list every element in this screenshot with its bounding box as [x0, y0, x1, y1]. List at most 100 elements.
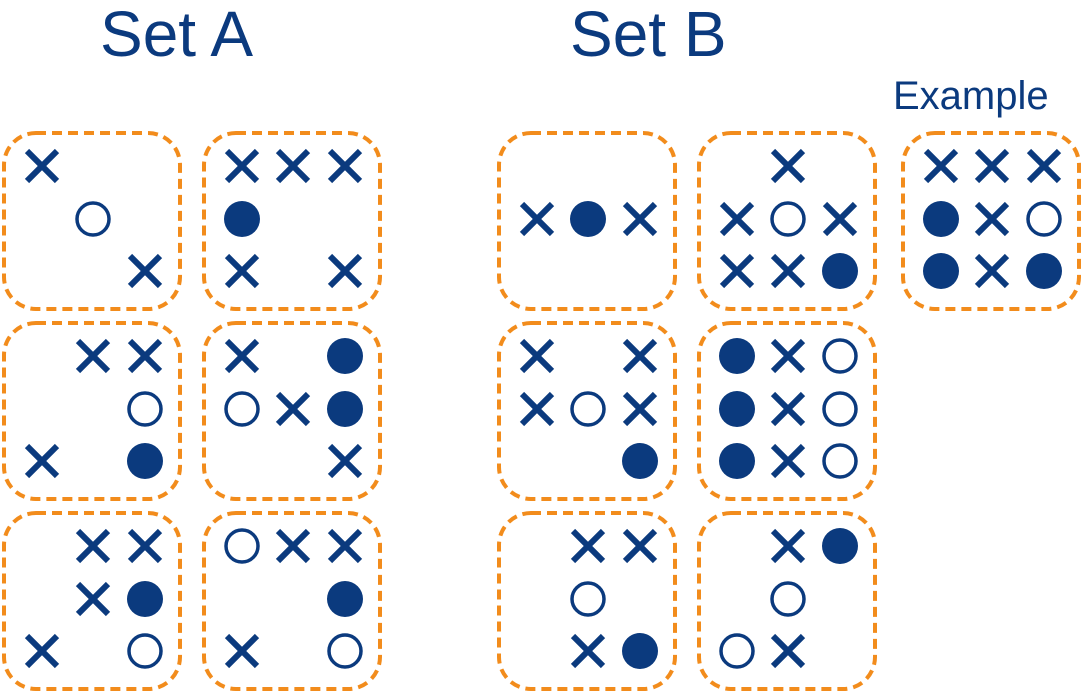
filled-circle-icon: [622, 633, 658, 669]
set-a-panel: [202, 321, 382, 501]
dashed-border: [202, 511, 382, 691]
cross-icon: [974, 201, 1010, 237]
cross-icon: [519, 338, 555, 374]
hollow-circle-icon: [770, 581, 806, 617]
cross-icon: [1026, 148, 1062, 184]
cross-icon: [770, 391, 806, 427]
cross-icon: [127, 253, 163, 289]
cross-icon: [327, 253, 363, 289]
filled-circle-icon: [127, 443, 163, 479]
cross-icon: [570, 633, 606, 669]
hollow-circle-icon: [127, 633, 163, 669]
filled-circle-icon: [1026, 253, 1062, 289]
dashed-border: [202, 131, 382, 311]
filled-circle-icon: [127, 581, 163, 617]
filled-circle-icon: [327, 391, 363, 427]
dashed-border: [2, 511, 182, 691]
set-b-panel: [697, 511, 877, 691]
set-a-panel: [2, 131, 182, 311]
hollow-circle-icon: [75, 201, 111, 237]
cross-icon: [770, 443, 806, 479]
cross-icon: [224, 148, 260, 184]
dashed-border: [2, 131, 182, 311]
filled-circle-icon: [822, 528, 858, 564]
cross-icon: [770, 148, 806, 184]
dashed-border: [202, 321, 382, 501]
cross-icon: [75, 581, 111, 617]
dashed-border: [497, 511, 677, 691]
set-a-title: Set A: [100, 0, 253, 70]
filled-circle-icon: [570, 201, 606, 237]
set-a-panel: [2, 321, 182, 501]
cross-icon: [770, 253, 806, 289]
dashed-border: [697, 131, 877, 311]
dashed-border: [697, 511, 877, 691]
cross-icon: [770, 528, 806, 564]
cross-icon: [75, 528, 111, 564]
cross-icon: [275, 528, 311, 564]
cross-icon: [622, 528, 658, 564]
dashed-border: [2, 321, 182, 501]
cross-icon: [327, 148, 363, 184]
cross-icon: [770, 633, 806, 669]
hollow-circle-icon: [770, 201, 806, 237]
hollow-circle-icon: [127, 391, 163, 427]
set-b-panel: [497, 131, 677, 311]
filled-circle-icon: [224, 201, 260, 237]
filled-circle-icon: [327, 338, 363, 374]
cross-icon: [770, 338, 806, 374]
hollow-circle-icon: [570, 391, 606, 427]
cross-icon: [275, 391, 311, 427]
filled-circle-icon: [719, 338, 755, 374]
cross-icon: [224, 338, 260, 374]
cross-icon: [275, 148, 311, 184]
cross-icon: [622, 201, 658, 237]
set-b-panel: [497, 321, 677, 501]
example-panel: [901, 131, 1081, 311]
cross-icon: [127, 528, 163, 564]
cross-icon: [822, 201, 858, 237]
cross-icon: [24, 443, 60, 479]
cross-icon: [24, 633, 60, 669]
dashed-border: [901, 131, 1081, 311]
filled-circle-icon: [923, 201, 959, 237]
hollow-circle-icon: [570, 581, 606, 617]
set-a-panel: [2, 511, 182, 691]
cross-icon: [974, 253, 1010, 289]
cross-icon: [224, 633, 260, 669]
cross-icon: [24, 148, 60, 184]
cross-icon: [519, 391, 555, 427]
set-b-panel: [697, 321, 877, 501]
cross-icon: [570, 528, 606, 564]
set-a-panel: [202, 131, 382, 311]
example-title: Example: [893, 74, 1049, 118]
filled-circle-icon: [822, 253, 858, 289]
filled-circle-icon: [622, 443, 658, 479]
cross-icon: [719, 201, 755, 237]
dashed-border: [497, 131, 677, 311]
cross-icon: [622, 338, 658, 374]
cross-icon: [75, 338, 111, 374]
hollow-circle-icon: [224, 391, 260, 427]
cross-icon: [224, 253, 260, 289]
cross-icon: [719, 253, 755, 289]
hollow-circle-icon: [719, 633, 755, 669]
hollow-circle-icon: [822, 338, 858, 374]
hollow-circle-icon: [224, 528, 260, 564]
cross-icon: [327, 443, 363, 479]
hollow-circle-icon: [822, 443, 858, 479]
filled-circle-icon: [719, 391, 755, 427]
hollow-circle-icon: [1026, 201, 1062, 237]
set-b-panel: [697, 131, 877, 311]
dashed-border: [697, 321, 877, 501]
cross-icon: [923, 148, 959, 184]
cross-icon: [519, 201, 555, 237]
filled-circle-icon: [327, 581, 363, 617]
cross-icon: [622, 391, 658, 427]
filled-circle-icon: [923, 253, 959, 289]
hollow-circle-icon: [327, 633, 363, 669]
dashed-border: [497, 321, 677, 501]
filled-circle-icon: [719, 443, 755, 479]
hollow-circle-icon: [822, 391, 858, 427]
